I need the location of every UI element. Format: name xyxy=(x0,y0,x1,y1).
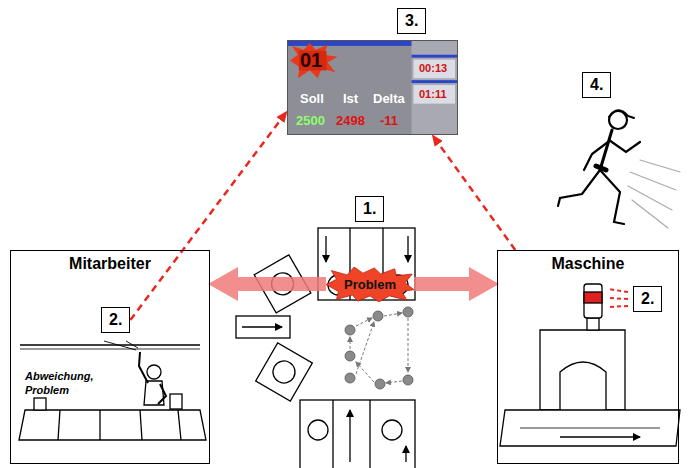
timer-divider xyxy=(412,80,457,83)
callout-number: 3. xyxy=(405,12,418,30)
runner-belt xyxy=(596,166,606,170)
shelf-line xyxy=(20,344,200,345)
flow-arrow xyxy=(325,236,326,262)
lamp-pole xyxy=(587,318,599,330)
flow-arrow xyxy=(407,236,408,262)
machine-box: Maschine 2. xyxy=(497,250,679,464)
callout-leader xyxy=(104,341,136,350)
conveyor-segment xyxy=(140,410,142,440)
station-number: 01 xyxy=(300,49,322,72)
worker-arm xyxy=(158,384,166,404)
timer-value: 01:11 xyxy=(419,88,447,100)
box-title: Mitarbeiter xyxy=(11,251,209,273)
callout-number: 1. xyxy=(363,200,376,218)
flow-arrow xyxy=(560,436,640,437)
deviation-note: Abweichung, Problem xyxy=(25,369,109,397)
runner-cap xyxy=(609,110,634,118)
timer-cell xyxy=(414,85,456,104)
machine-row xyxy=(300,400,415,468)
runner-arm xyxy=(609,140,640,152)
delta-value: -11 xyxy=(380,113,398,128)
worker-box: MitarbeiterAbweichung, Problem 2. xyxy=(10,250,210,464)
runner-leg xyxy=(558,170,600,206)
station-dots xyxy=(345,307,413,389)
column-header: Delta xyxy=(373,91,405,106)
actual-value: 2498 xyxy=(336,113,365,128)
conveyor xyxy=(500,410,680,446)
production-layout xyxy=(236,228,415,468)
callout-number: 2. xyxy=(641,290,654,308)
callout-number: 4. xyxy=(582,72,611,98)
column-header: Ist xyxy=(343,91,358,106)
problem-burst xyxy=(326,267,414,302)
running-responder xyxy=(558,110,680,228)
shelf-line xyxy=(20,349,200,350)
motion-lines xyxy=(628,160,680,228)
machine-illustration xyxy=(500,284,680,446)
conveyor-segment xyxy=(178,410,181,440)
callout-number: 1. xyxy=(355,196,384,222)
conveyor-line xyxy=(520,428,660,429)
timer-divider xyxy=(412,55,457,58)
lamp-red-band xyxy=(584,292,602,303)
box-title: Maschine xyxy=(498,251,678,273)
andon-lamp xyxy=(584,284,602,318)
problem-label: Problem xyxy=(344,277,396,292)
cup xyxy=(34,398,46,410)
conveyor-segment xyxy=(58,410,60,440)
callout-number: 4. xyxy=(590,76,603,94)
lane-divider xyxy=(369,400,370,468)
callout-number: 2. xyxy=(109,311,122,329)
callout-number: 2. xyxy=(101,307,130,333)
target-value: 2500 xyxy=(296,113,325,128)
alarm-burst xyxy=(290,43,337,78)
station-network xyxy=(350,313,408,383)
signal-line xyxy=(439,144,515,250)
timer-column xyxy=(412,41,457,134)
andon-display: 01Soll Ist Delta 2500 2498 -11 00:13 01:11 xyxy=(287,40,458,135)
flow-arrow xyxy=(405,446,406,462)
signal-ray xyxy=(608,289,628,292)
signal-ray xyxy=(608,298,628,299)
callout-number: 2. xyxy=(633,286,662,312)
runner-leg xyxy=(600,170,624,224)
signal-ray xyxy=(608,306,628,307)
machine-body xyxy=(540,330,625,410)
callout-number: 3. xyxy=(397,8,426,34)
runner-torso xyxy=(600,130,612,170)
callout-leader xyxy=(126,341,138,348)
timer-value: 00:13 xyxy=(419,62,447,74)
worker-illustration xyxy=(19,341,206,440)
conveyor xyxy=(19,410,206,440)
lane-divider xyxy=(332,400,333,468)
problem-burst: Problem xyxy=(326,267,414,302)
flow-arrow xyxy=(414,277,469,291)
angled-machine xyxy=(256,343,313,401)
flow-arrow xyxy=(349,410,350,462)
timer-cell xyxy=(414,60,456,79)
flow-arrow xyxy=(242,326,282,327)
conveyor-segment xyxy=(99,410,100,440)
flow-arrow xyxy=(238,277,326,291)
worker-arm xyxy=(139,352,148,383)
runner-arm xyxy=(584,142,608,170)
column-header: Soll xyxy=(300,91,324,106)
cup xyxy=(170,394,182,409)
signal-line xyxy=(130,120,280,320)
machine-circle xyxy=(382,420,402,440)
worker-head xyxy=(147,365,161,379)
machine-circle xyxy=(308,420,328,440)
infeed-box xyxy=(236,316,290,338)
